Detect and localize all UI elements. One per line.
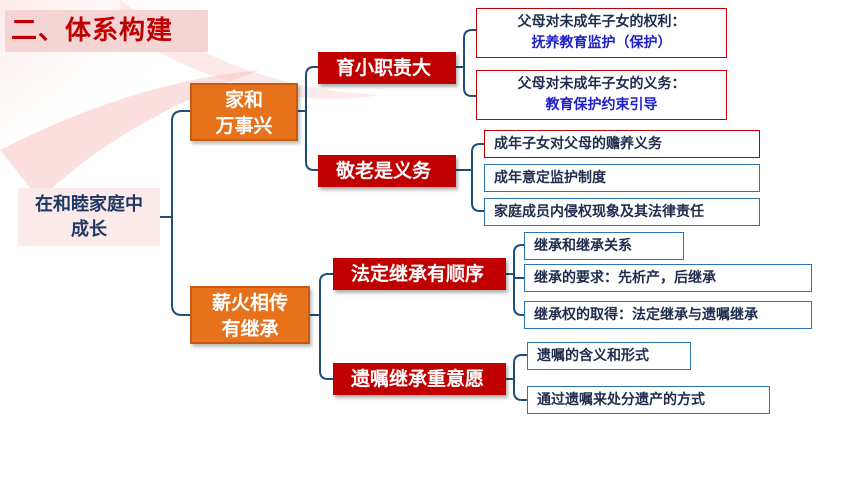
sub-respect-elders: 敬老是义务	[318, 155, 456, 187]
sub-raising-children: 育小职责大	[318, 52, 456, 84]
leaf-domestic-infringement: 家庭成员内侵权现象及其法律责任	[484, 198, 760, 226]
sub-statutory-inheritance: 法定继承有顺序	[333, 258, 506, 290]
branch-family-harmony: 家和 万事兴	[190, 83, 298, 141]
leaf-line2: 教育保护约束引导	[545, 97, 658, 113]
leaf-line2: 抚养教育监护（保护）	[531, 35, 672, 51]
leaf-voluntary-guardianship: 成年意定监护制度	[484, 164, 760, 192]
root-line1: 在和睦家庭中	[35, 194, 143, 215]
branch-line2: 有继承	[221, 318, 279, 340]
branch-line2: 万事兴	[215, 115, 273, 137]
leaf-inheritance-right: 继承权的取得：法定继承与遗嘱继承	[524, 301, 812, 329]
leaf-parent-duties: 父母对未成年子女的义务： 教育保护约束引导	[476, 70, 727, 120]
branch-line1: 薪火相传	[211, 292, 288, 314]
leaf-will-disposition: 通过遗嘱来处分遗产的方式	[527, 386, 770, 414]
leaf-parent-rights: 父母对未成年子女的权利： 抚养教育监护（保护）	[476, 8, 727, 58]
leaf-line1: 父母对未成年子女的义务：	[517, 76, 686, 92]
leaf-line1: 父母对未成年子女的权利：	[517, 14, 686, 30]
root-line2: 成长	[71, 219, 107, 240]
leaf-support-parents: 成年子女对父母的赡养义务	[484, 130, 760, 158]
sub-testamentary-inheritance: 遗嘱继承重意愿	[333, 363, 506, 395]
leaf-will-definition: 遗嘱的含义和形式	[527, 342, 691, 370]
branch-inheritance: 薪火相传 有继承	[190, 286, 310, 344]
branch-line1: 家和	[224, 89, 263, 111]
leaf-inheritance-requirement: 继承的要求：先析产，后继承	[524, 264, 812, 292]
section-title: 二、体系构建	[5, 10, 208, 52]
root-node: 在和睦家庭中 成长	[18, 188, 160, 246]
leaf-inheritance-relation: 继承和继承关系	[524, 232, 684, 260]
